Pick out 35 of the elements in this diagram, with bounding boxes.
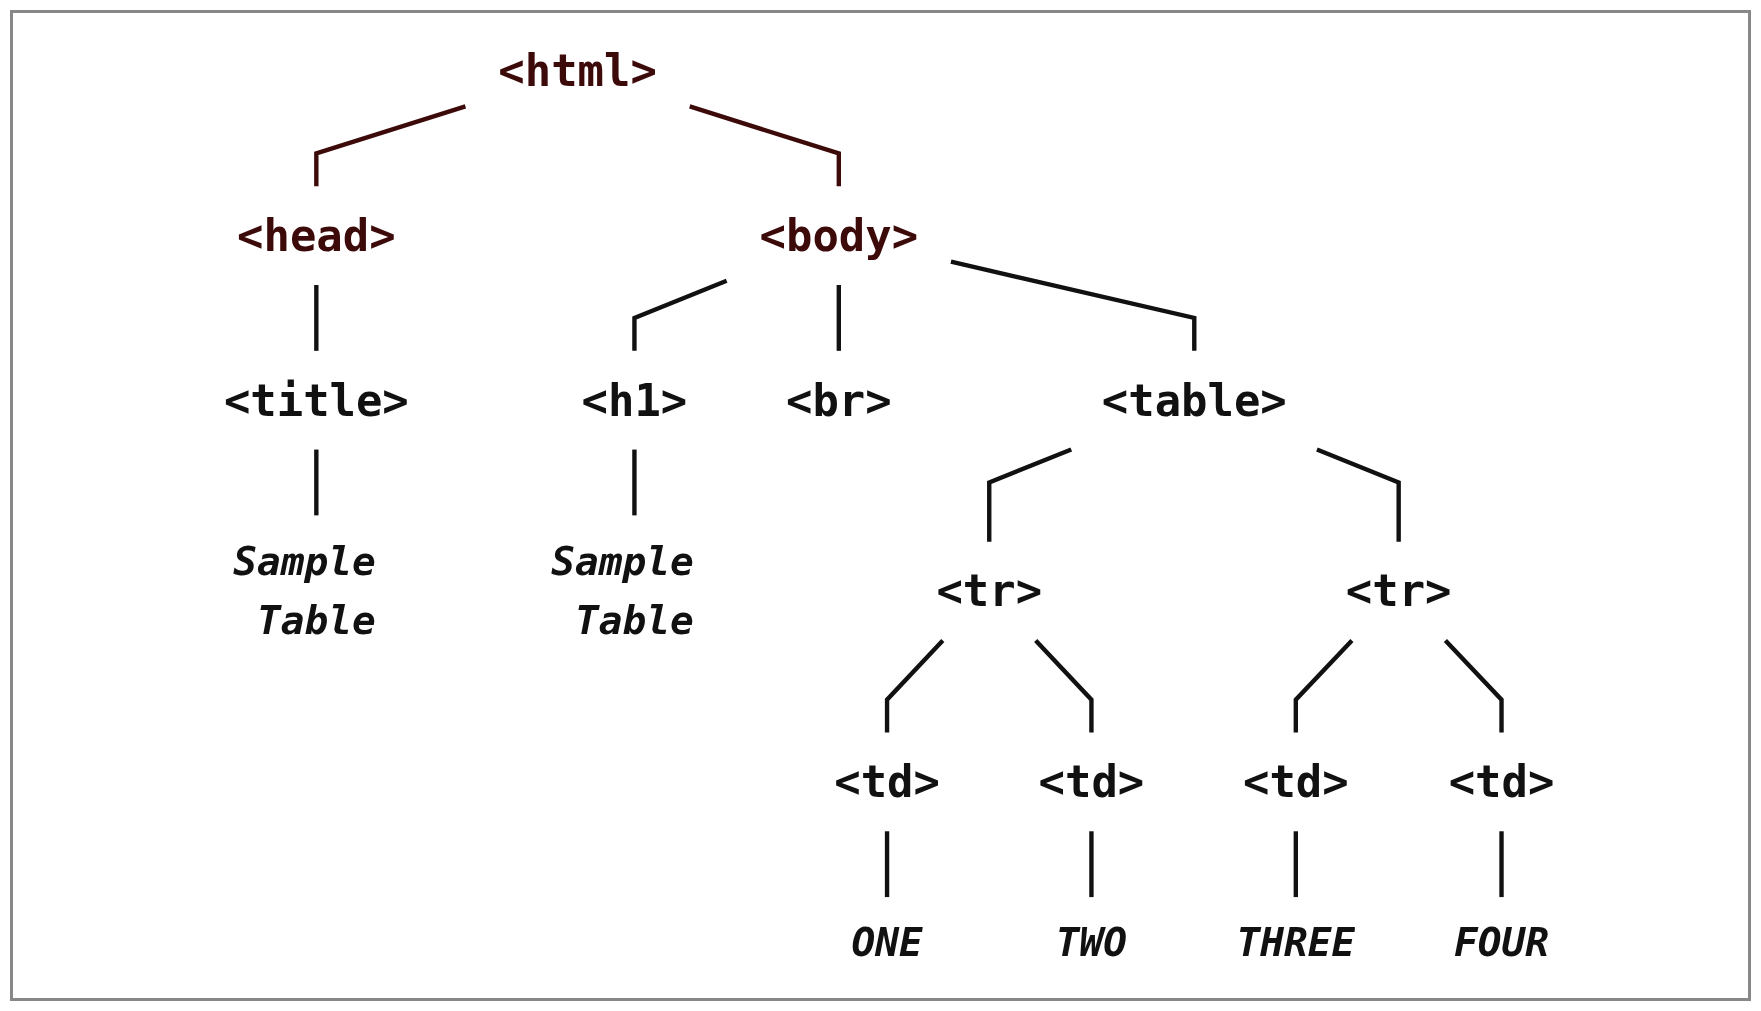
node-text: <td> [1242, 756, 1349, 808]
connector [884, 638, 945, 733]
connector [1293, 638, 1354, 733]
node-text: <html> [498, 45, 657, 97]
node-text: <tr> [1345, 565, 1452, 617]
node-text: <td> [834, 756, 940, 808]
node-text: ONE [851, 920, 923, 966]
connector [314, 285, 319, 351]
connector [1499, 831, 1504, 898]
connector [884, 831, 890, 898]
connector [689, 104, 841, 187]
node-text: THREE [1236, 920, 1356, 966]
node-text: <title> [223, 374, 409, 426]
node-text: <body> [759, 210, 919, 261]
connector [314, 449, 319, 516]
connector [836, 285, 841, 351]
connector [314, 104, 467, 187]
node-text: Sample Table [551, 538, 694, 643]
connector [632, 278, 728, 351]
node-text: TWO [1055, 920, 1128, 966]
connector [632, 449, 637, 516]
node-text: FOUR [1453, 920, 1550, 966]
node-text: <head> [237, 210, 396, 261]
node-text: <table> [1101, 374, 1287, 426]
node-text: Sample Table [233, 538, 376, 643]
node-text: <td> [1038, 756, 1145, 808]
node-text: <td> [1448, 756, 1555, 808]
connector [1034, 638, 1094, 733]
connector [950, 259, 1197, 351]
node-text: <h1> [581, 374, 688, 426]
connector [1089, 831, 1094, 898]
node-text: <tr> [936, 565, 1043, 617]
connector [1293, 831, 1298, 898]
node-text: <br> [785, 374, 892, 426]
connector [1443, 638, 1504, 733]
